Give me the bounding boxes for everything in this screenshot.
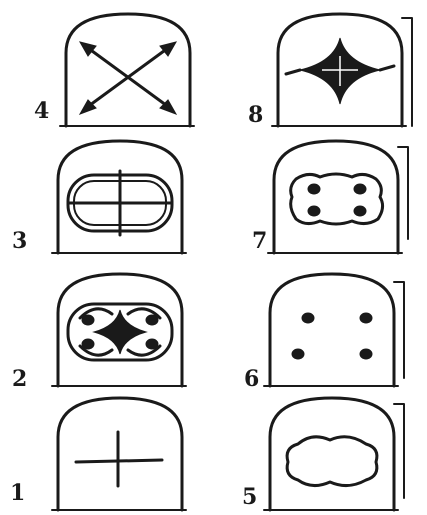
panel-7 [266,135,406,255]
panel-7-drawing [266,135,406,255]
panel-1-drawing [50,392,190,512]
panel-3 [50,135,190,255]
ornament-dot-br [146,339,158,349]
panel-label-5: 5 [242,486,257,508]
panel-4-drawing [58,8,198,128]
scalloped-frame [291,174,383,224]
panel-5-drawing [262,392,402,512]
ornament-dot-tr [146,315,158,325]
panel-5 [262,392,402,512]
panel-8 [270,8,410,128]
dot-bottom-right [360,349,372,359]
dot-bottom-right [354,206,366,216]
dot-top-left [302,313,314,323]
panel-label-3: 3 [12,230,27,252]
panel-3-drawing [50,135,190,255]
panel-1 [50,392,190,512]
panel-label-1: 1 [10,482,25,504]
scalloped-oval [287,437,377,486]
dot-top-right [360,313,372,323]
panel-label-7: 7 [252,230,267,252]
panel-1-outline [58,398,182,510]
ornament-star [94,310,146,354]
cross-horizontal [76,460,162,462]
ornament-dot-bl [82,339,94,349]
panel-2-drawing [50,268,190,388]
dot-bottom-left [292,349,304,359]
panel-4 [58,8,198,128]
panel-6-outline [270,274,394,386]
panel-6 [262,268,402,388]
star-ray-right [380,66,394,70]
star-ray-left [286,70,300,74]
panel-label-8: 8 [248,104,263,126]
ornament-dot-tl [82,315,94,325]
panel-6-drawing [262,268,402,388]
panel-2 [50,268,190,388]
dot-top-right [354,184,366,194]
dot-bottom-left [308,206,320,216]
panel-label-4: 4 [34,100,49,122]
dot-top-left [308,184,320,194]
panel-label-6: 6 [244,368,259,390]
panel-label-2: 2 [12,368,27,390]
panel-8-drawing [270,8,410,128]
